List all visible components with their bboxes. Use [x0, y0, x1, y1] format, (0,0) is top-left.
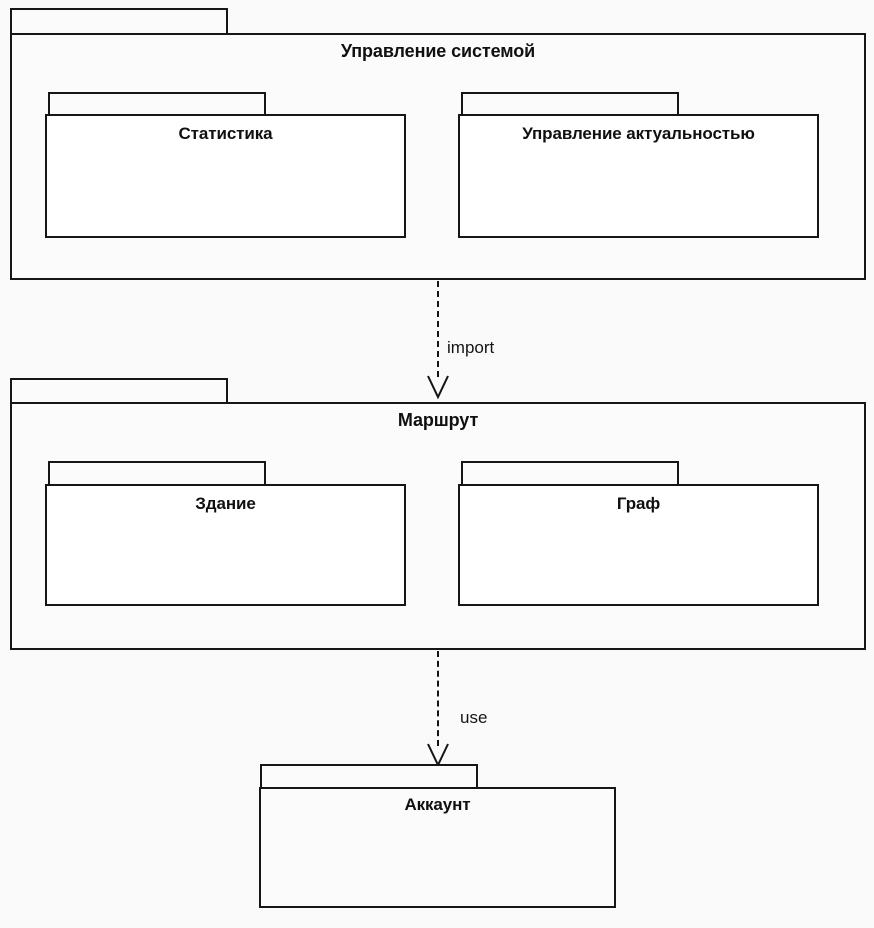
package-label-building: Здание	[195, 494, 256, 513]
package-body-graph	[458, 484, 819, 606]
package-body-account	[259, 787, 616, 908]
package-label-system-management: Управление системой	[340, 41, 536, 61]
package-label-graph: Граф	[616, 494, 661, 513]
dependency-import-line	[437, 281, 439, 377]
package-tab-relevance-management	[461, 92, 679, 116]
package-body-statistics	[45, 114, 406, 238]
package-label-relevance-management: Управление актуальностью	[522, 124, 755, 143]
package-tab-route	[10, 378, 228, 404]
package-tab-statistics	[48, 92, 266, 116]
package-body-building	[45, 484, 406, 606]
package-body-relevance-management	[458, 114, 819, 238]
dependency-import-label: import	[447, 338, 495, 357]
dependency-import-arrowhead	[427, 375, 449, 400]
package-tab-building	[48, 461, 266, 486]
dependency-use-label: use	[460, 708, 488, 727]
package-label-account: Аккаунт	[404, 795, 471, 814]
package-label-route: Маршрут	[397, 410, 479, 430]
package-label-statistics: Статистика	[178, 124, 273, 143]
package-tab-system-management	[10, 8, 228, 35]
package-tab-account	[260, 764, 478, 789]
dependency-use-line	[437, 651, 439, 746]
package-tab-graph	[461, 461, 679, 486]
